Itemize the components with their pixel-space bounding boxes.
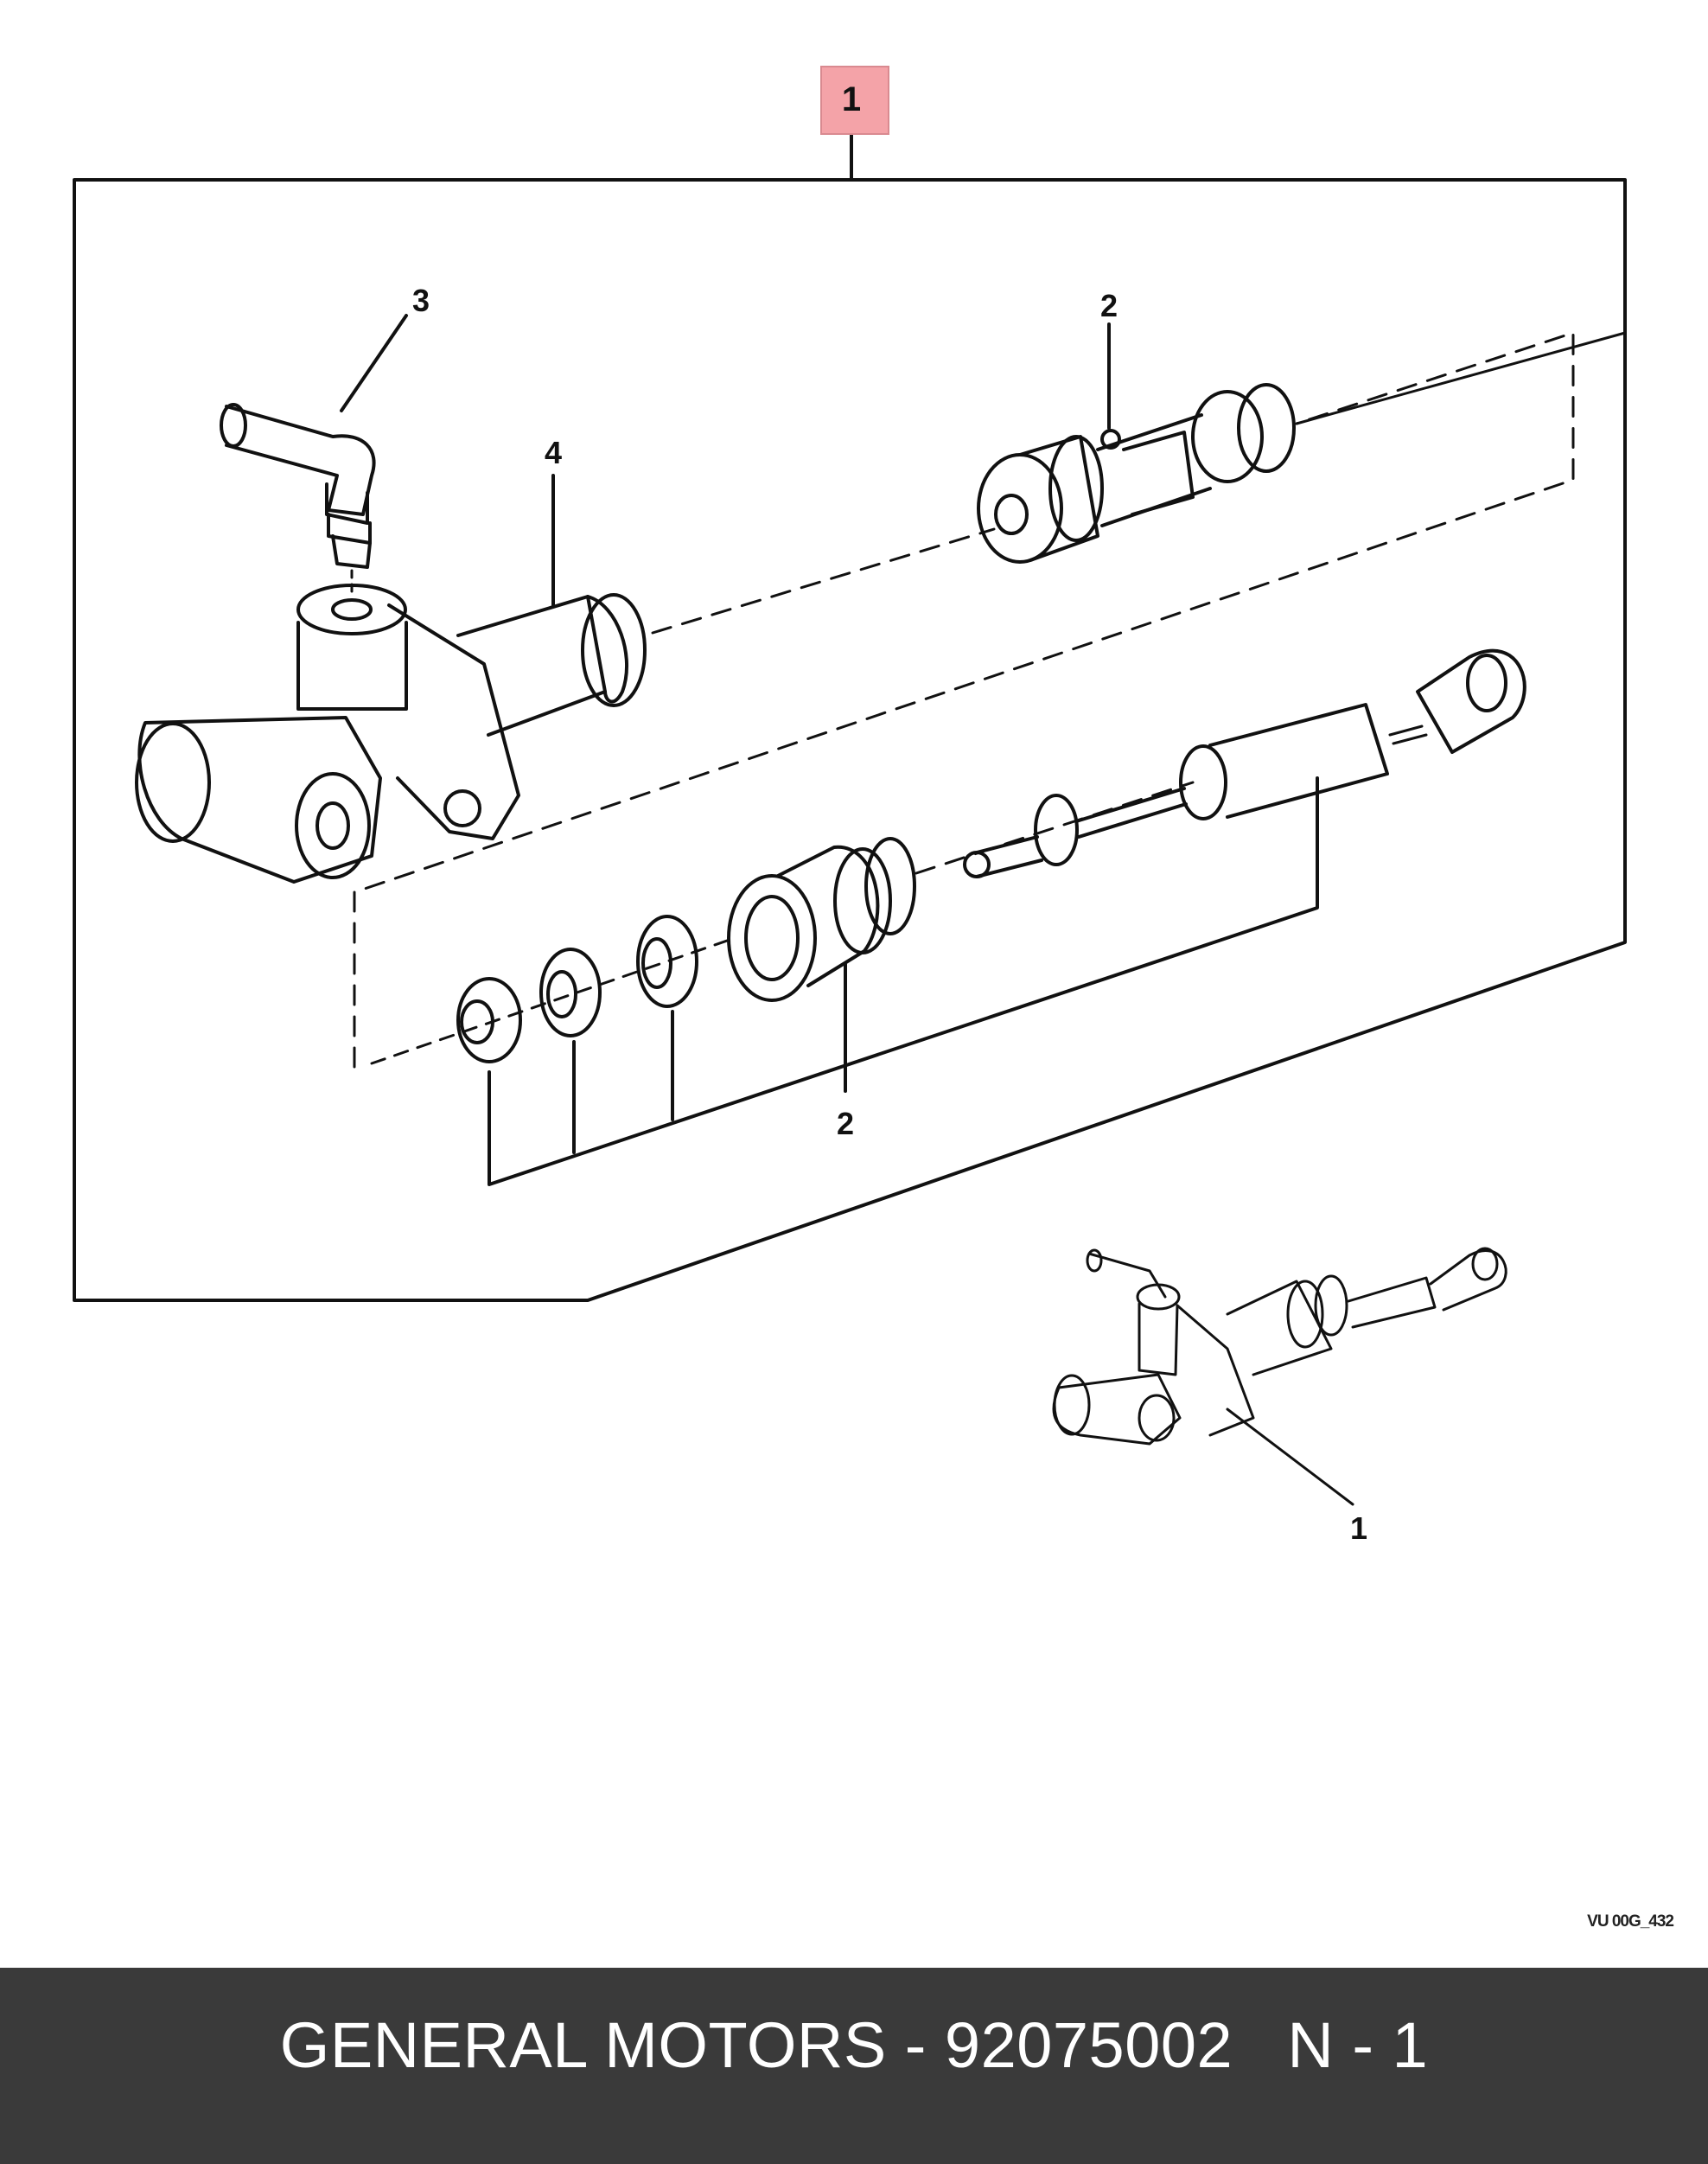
kit-bracket-lower bbox=[488, 776, 1319, 1186]
boot-seal-drawing bbox=[727, 837, 916, 1002]
push-rod-drawing bbox=[963, 648, 1526, 878]
callout-label-1-main: 1 bbox=[842, 80, 861, 118]
parts-diagram: 1 3 4 2 2 1 VU 00G_432 bbox=[73, 66, 1674, 1931]
callout-label-1-overview: 1 bbox=[1350, 1510, 1367, 1546]
elbow-leader-line bbox=[340, 314, 408, 412]
callout-label-2-piston: 2 bbox=[1100, 288, 1118, 323]
outlet-elbow-drawing bbox=[220, 403, 376, 598]
assembly-frame bbox=[73, 178, 1627, 1302]
kit-dashed-box bbox=[353, 331, 1575, 1069]
piston-drawing bbox=[977, 331, 1627, 564]
assembly-overview-drawing bbox=[1052, 1247, 1507, 1506]
axis-dash-upper bbox=[651, 527, 996, 635]
cylinder-body-drawing bbox=[135, 584, 647, 884]
callout-label-4: 4 bbox=[545, 435, 562, 470]
footer-bar: GENERAL MOTORS - 92075002 N - 1 bbox=[0, 1968, 1708, 2164]
axis-dash-seals bbox=[370, 936, 736, 1065]
seal-rings-drawing bbox=[456, 915, 698, 1063]
callout-highlight-box bbox=[820, 66, 889, 135]
kit-bracket-links bbox=[572, 1010, 674, 1154]
axis-dash-lower bbox=[915, 781, 1195, 875]
callout-label-3: 3 bbox=[412, 283, 430, 318]
callout-label-2-seals: 2 bbox=[837, 1106, 854, 1141]
drawing-reference-code: VU 00G_432 bbox=[1587, 1912, 1673, 1931]
footer-part-number: GENERAL MOTORS - 92075002 N - 1 bbox=[279, 2009, 1429, 2081]
